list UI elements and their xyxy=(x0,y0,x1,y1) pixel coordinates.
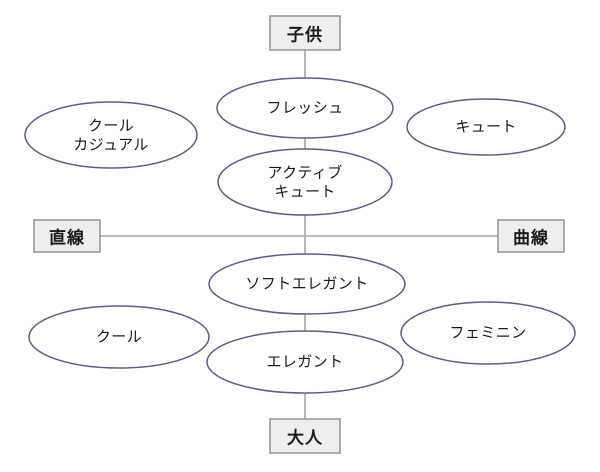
node-soft-elegant-shape[interactable] xyxy=(208,253,406,315)
node-feminine[interactable] xyxy=(401,302,575,364)
node-cool-casual-shape[interactable] xyxy=(24,101,198,169)
node-feminine-shape[interactable] xyxy=(400,301,576,365)
node-fresh-shape[interactable] xyxy=(216,77,394,139)
node-elegant[interactable] xyxy=(207,331,403,393)
axis-boxes-layer xyxy=(33,15,565,454)
axis-box-top[interactable] xyxy=(270,16,340,50)
axis-box-bottom[interactable] xyxy=(270,419,340,453)
node-cute-shape[interactable] xyxy=(406,98,566,156)
node-soft-elegant[interactable] xyxy=(209,254,405,314)
axis-box-left-shape[interactable] xyxy=(33,219,101,253)
node-cool-casual[interactable] xyxy=(25,102,197,168)
axis-box-right-shape[interactable] xyxy=(497,219,565,253)
node-active-cute[interactable] xyxy=(218,149,392,215)
node-elegant-shape[interactable] xyxy=(206,330,404,394)
node-cool-shape[interactable] xyxy=(28,305,210,369)
node-active-cute-shape[interactable] xyxy=(217,148,393,216)
node-cute[interactable] xyxy=(407,99,565,155)
axis-box-top-shape[interactable] xyxy=(269,15,341,51)
node-ellipses-layer xyxy=(24,77,576,394)
node-cool[interactable] xyxy=(29,306,209,368)
axis-box-left[interactable] xyxy=(34,220,100,252)
axis-box-right[interactable] xyxy=(498,220,564,252)
node-fresh[interactable] xyxy=(217,78,393,138)
axis-box-bottom-shape[interactable] xyxy=(269,418,341,454)
